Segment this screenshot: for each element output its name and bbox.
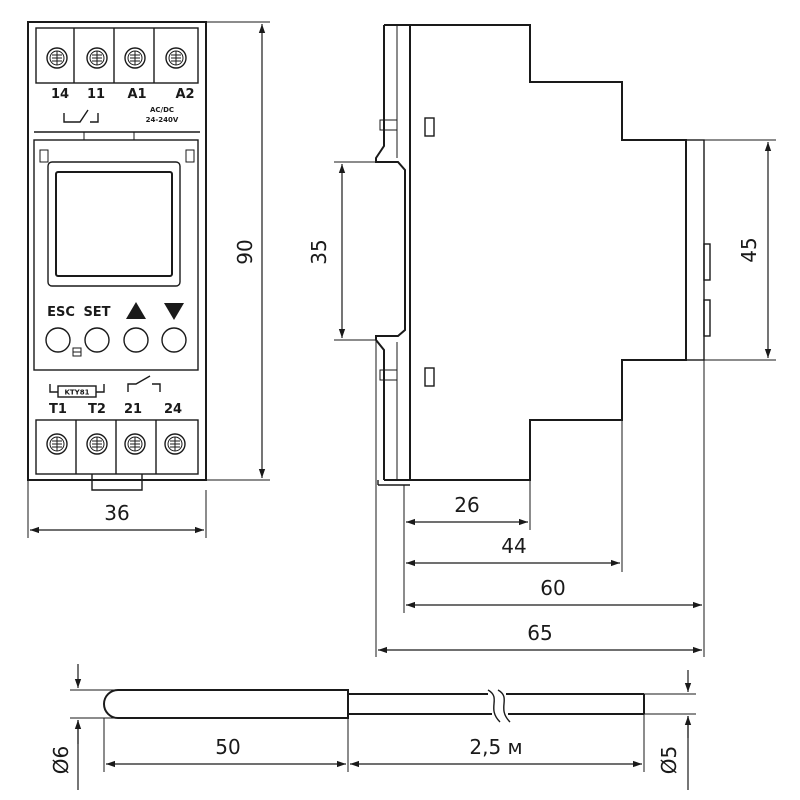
display-screen — [55, 171, 173, 277]
terminal-label-11: 11 — [87, 87, 105, 102]
front-body-outline — [27, 21, 207, 481]
up-button[interactable] — [123, 327, 149, 353]
supply-type-label: AC/DC — [150, 106, 174, 114]
cable-break-mark — [487, 689, 501, 723]
rail-dimension-label: 35 — [307, 239, 331, 264]
sensor-symbol — [49, 384, 105, 393]
terminal-label-24: 24 — [164, 402, 182, 417]
up-arrow-icon — [126, 302, 146, 319]
depth-65-dimension-label: 65 — [527, 621, 552, 645]
bottom-screw-24 — [164, 433, 186, 455]
relay-contact-symbol-bottom — [127, 375, 161, 392]
terminal-label-a2: A2 — [175, 87, 194, 102]
set-button[interactable] — [84, 327, 110, 353]
cable-length-label: 2,5 м — [469, 735, 522, 759]
tip-length-label: 50 — [215, 735, 240, 759]
front-view: 14 11 A1 A2 AC/DC 24-240V ESC SET KTY81 … — [27, 21, 207, 491]
side-body-outline — [410, 24, 687, 481]
top-terminal-block — [35, 27, 199, 84]
bottom-screw-t1 — [46, 433, 68, 455]
terminal-label-14: 14 — [51, 87, 69, 102]
terminal-label-21: 21 — [124, 402, 142, 417]
front-panel-edge — [685, 139, 705, 361]
depth-26-dimension-label: 26 — [454, 493, 479, 517]
probe-tip — [103, 689, 349, 719]
terminal-label-t1: T1 — [49, 402, 67, 417]
top-screw-11 — [86, 47, 108, 69]
front-dimensions: 90 36 — [27, 21, 270, 538]
probe-dimensions: Ø6 50 2,5 м Ø5 — [49, 664, 696, 790]
terminal-label-a1: A1 — [127, 87, 146, 102]
temperature-probe — [103, 689, 645, 723]
bottom-terminal-block — [35, 419, 199, 475]
depth-44-dimension-label: 44 — [501, 534, 526, 558]
front-panel — [33, 139, 199, 371]
height-dimension-label: 90 — [233, 239, 257, 264]
side-dimensions: 35 45 26 44 60 65 — [307, 139, 776, 657]
tip-diameter-label: Ø6 — [49, 746, 73, 774]
front-height-dimension-label: 45 — [737, 237, 761, 262]
din-rail-clip-profile — [375, 25, 406, 480]
side-view — [375, 24, 711, 486]
width-dimension-label: 36 — [104, 501, 129, 525]
top-screw-a1 — [124, 47, 146, 69]
supply-voltage-label: 24-240V — [146, 116, 179, 124]
depth-60-dimension-label: 60 — [540, 576, 565, 600]
bottom-screw-t2 — [86, 433, 108, 455]
down-button[interactable] — [161, 327, 187, 353]
top-screw-14 — [46, 47, 68, 69]
cable-diameter-label: Ø5 — [657, 746, 681, 774]
display-frame — [47, 161, 181, 287]
terminal-label-t2: T2 — [88, 402, 106, 417]
sensor-type-label: KTY81 — [64, 389, 89, 397]
side-button-upper — [703, 243, 711, 281]
down-arrow-icon — [164, 303, 184, 320]
top-screw-a2 — [165, 47, 187, 69]
bottom-screw-21 — [124, 433, 146, 455]
relay-contact-symbol-top — [63, 109, 99, 123]
button-label-set: SET — [83, 305, 110, 320]
button-label-esc: ESC — [47, 305, 75, 320]
din-clip — [91, 474, 143, 491]
esc-button[interactable] — [45, 327, 71, 353]
side-button-lower — [703, 299, 711, 337]
